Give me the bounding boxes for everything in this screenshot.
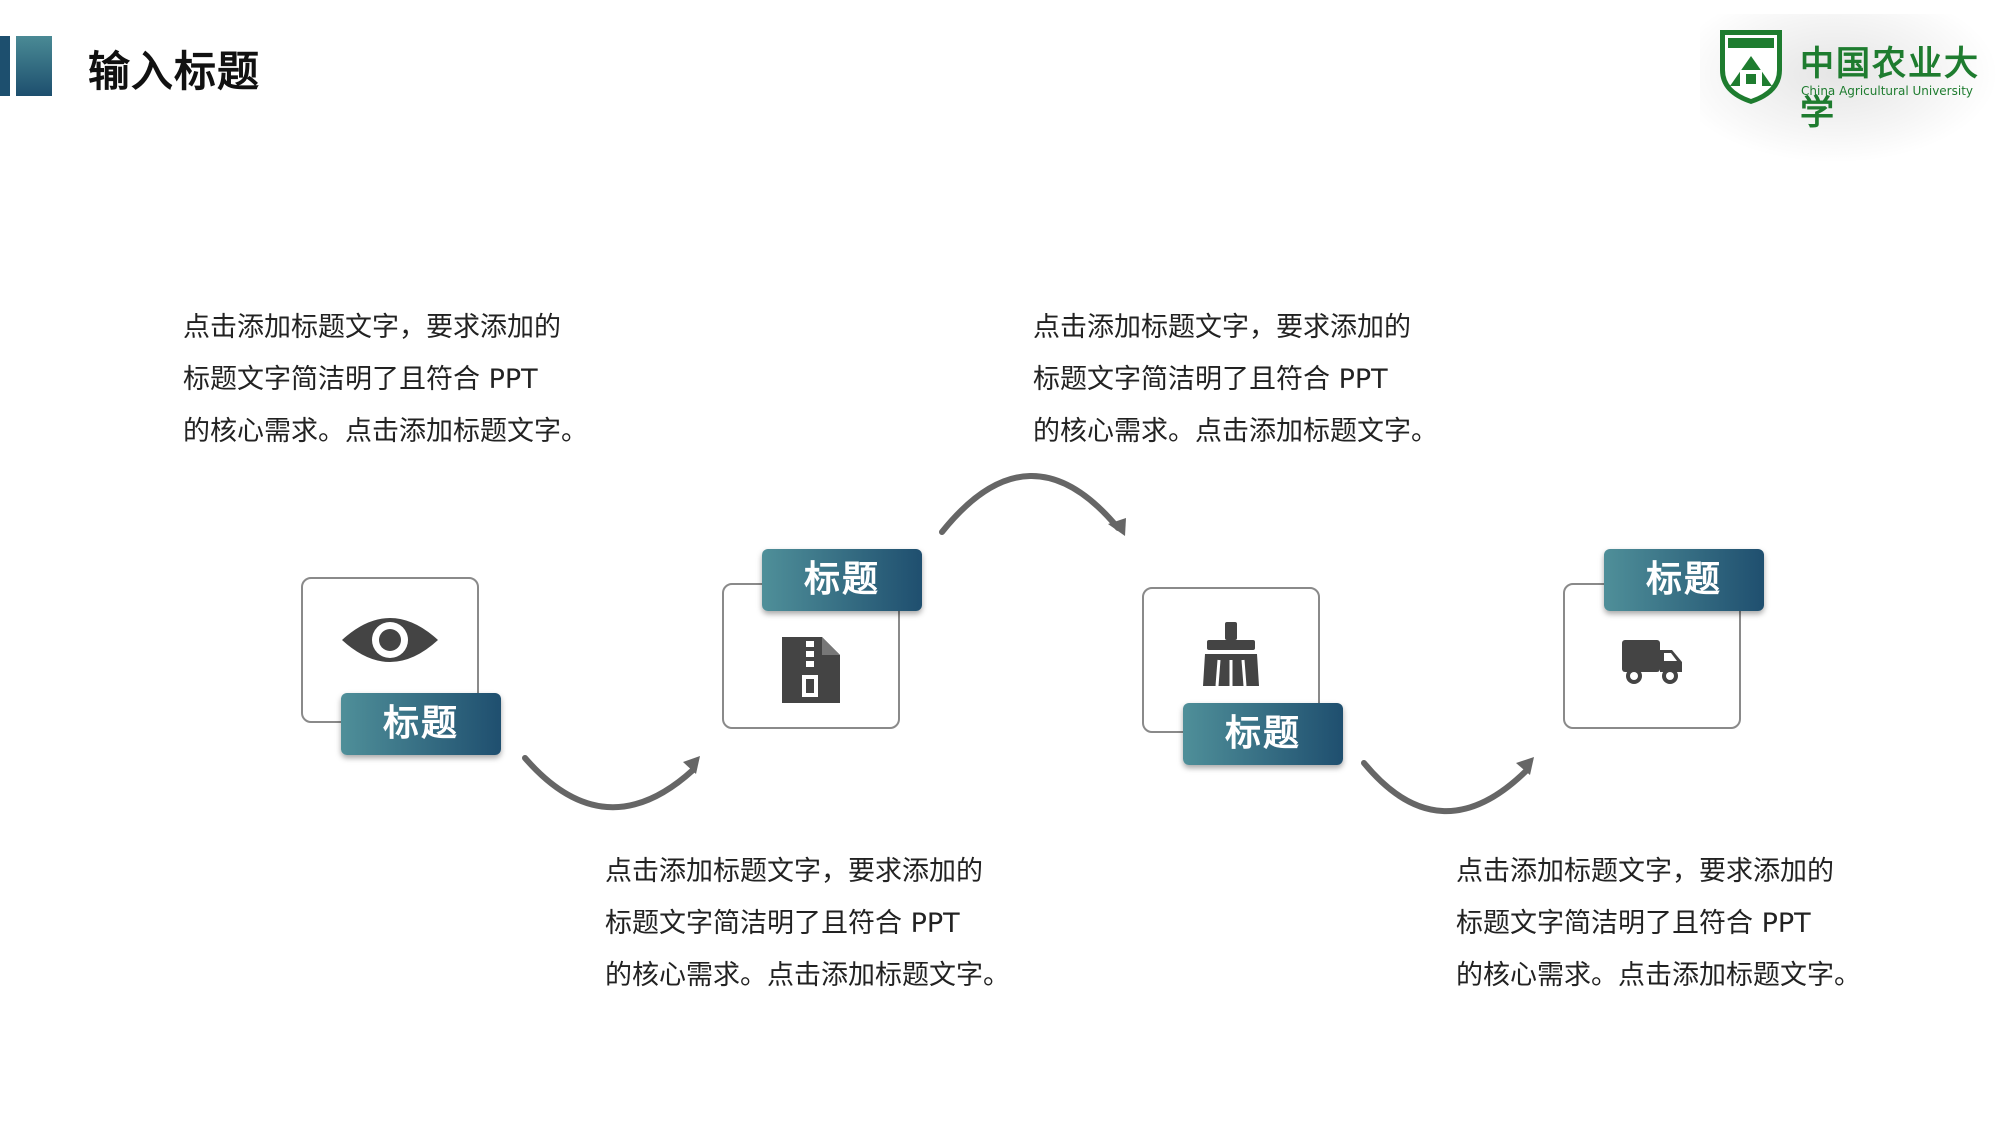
description-line: 标题文字简洁明了且符合 PPT — [1033, 364, 1388, 395]
step-1-card — [301, 577, 479, 723]
curved-arrow-3 — [1361, 757, 1534, 815]
step-1-description: 点击添加标题文字，要求添加的 标题文字简洁明了且符合 PPT 的核心需求。点击添… — [183, 302, 643, 458]
description-line: 点击添加标题文字，要求添加的 — [1456, 856, 1834, 887]
curved-arrow-1 — [522, 755, 700, 811]
step-4-tag[interactable]: 标题 — [1604, 549, 1764, 611]
step-2-description: 点击添加标题文字，要求添加的 标题文字简洁明了且符合 PPT 的核心需求。点击添… — [605, 846, 1065, 1002]
description-line: 的核心需求。点击添加标题文字。 — [605, 960, 1010, 991]
description-line: 点击添加标题文字，要求添加的 — [605, 856, 983, 887]
shield-emblem-icon — [1720, 30, 1782, 104]
university-logo: 中国农业大学 China Agricultural University — [1700, 14, 2000, 164]
step-3-tag[interactable]: 标题 — [1183, 703, 1343, 765]
step-4-description: 点击添加标题文字，要求添加的 标题文字简洁明了且符合 PPT 的核心需求。点击添… — [1456, 846, 1916, 1002]
logo-chinese-name: 中国农业大学 — [1800, 44, 1980, 133]
title-accent-bar — [0, 36, 52, 96]
description-line: 点击添加标题文字，要求添加的 — [1033, 312, 1411, 343]
zip-file-icon — [782, 637, 840, 703]
description-line: 标题文字简洁明了且符合 PPT — [605, 908, 960, 939]
description-line: 点击添加标题文字，要求添加的 — [183, 312, 561, 343]
broom-icon — [1203, 622, 1259, 687]
page-title: 输入标题 — [88, 47, 261, 96]
description-line: 的核心需求。点击添加标题文字。 — [183, 416, 588, 447]
logo-english-name: China Agricultural University — [1801, 84, 1974, 98]
description-line: 标题文字简洁明了且符合 PPT — [1456, 908, 1811, 939]
step-2-tag[interactable]: 标题 — [762, 549, 922, 611]
description-line: 的核心需求。点击添加标题文字。 — [1033, 416, 1438, 447]
description-line: 的核心需求。点击添加标题文字。 — [1456, 960, 1861, 991]
truck-icon — [1622, 640, 1682, 684]
step-3-description: 点击添加标题文字，要求添加的 标题文字简洁明了且符合 PPT 的核心需求。点击添… — [1033, 302, 1493, 458]
description-line: 标题文字简洁明了且符合 PPT — [183, 364, 538, 395]
step-1-tag[interactable]: 标题 — [341, 693, 501, 755]
eye-icon — [342, 618, 438, 662]
curved-arrow-2 — [939, 473, 1126, 536]
